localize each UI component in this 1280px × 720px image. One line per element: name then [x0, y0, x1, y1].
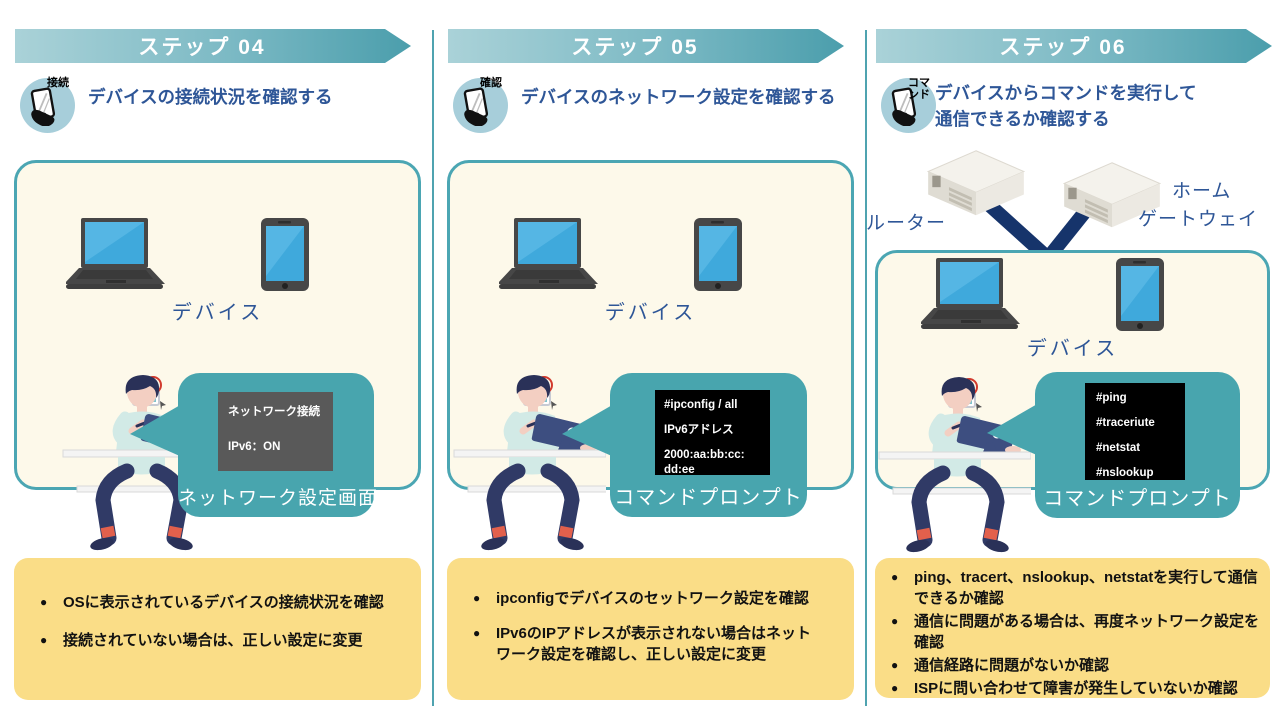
- step-05-icon-label: 確認: [480, 77, 502, 89]
- home-gateway-label-line1: ホーム: [1172, 181, 1232, 202]
- settings-screen: ネットワーク接続 IPv6：ON: [218, 392, 333, 471]
- step-05-icon: 確認: [453, 77, 508, 133]
- network-settings-bubble: ネットワーク接続 IPv6：ON ネットワーク設定画面: [178, 373, 379, 517]
- settings-screen-line: ネットワーク接続: [228, 406, 320, 418]
- device-label: デバイス: [604, 302, 697, 324]
- step-06-banner: ステップ 06: [876, 29, 1272, 63]
- terminal-line: IPv6アドレス: [664, 424, 734, 436]
- home-gateway-label-line2: ゲートウェイ: [1138, 209, 1259, 230]
- column-divider: [432, 30, 434, 706]
- step-04-icon: 接続: [20, 77, 75, 133]
- step-05-banner-label: ステップ 05: [571, 36, 699, 59]
- terminal-line: dd:ee: [664, 464, 695, 476]
- note-item: 通信に問題がある場合は、再度ネットワーク設定を確認: [891, 611, 1264, 653]
- person-at-desk-illustration: [861, 372, 1031, 557]
- bubble-caption: ネットワーク設定画面: [178, 488, 379, 509]
- step-05-description: デバイスのネットワーク設定を確認する: [521, 87, 836, 107]
- step-06-notes-panel: ping、tracert、nslookup、netstatを実行して通信できるか…: [875, 558, 1270, 698]
- step-06-description: デバイスからコマンドを実行して 通信できるか確認する: [935, 83, 1197, 130]
- phone-hand-icon: [456, 86, 496, 126]
- step-04-icon-label: 接続: [47, 77, 69, 89]
- router-label: ルーター: [866, 213, 947, 234]
- step-06-icon: コマンド: [881, 77, 936, 133]
- terminal-line: #nslookup: [1096, 467, 1154, 479]
- laptop-smartphone-illustration: [921, 258, 1171, 333]
- terminal-line: #netstat: [1096, 442, 1141, 454]
- step-05-notes-panel: ipconfigでデバイスのセットワーク設定を確認 IPv6のIPアドレスが表示…: [447, 558, 854, 700]
- terminal-line: #traceriute: [1096, 417, 1155, 429]
- step-06-icon-label: コマンド: [908, 77, 930, 101]
- column-divider: [865, 30, 867, 706]
- note-item: IPv6のIPアドレスが表示されない場合はネットワーク設定を確認し、正しい設定に…: [473, 623, 820, 665]
- note-item: ipconfigでデバイスのセットワーク設定を確認: [473, 588, 820, 609]
- terminal-line: #ping: [1096, 392, 1127, 404]
- step-04-description: デバイスの接続状況を確認する: [88, 87, 333, 107]
- command-prompt-bubble: #ipconfig / all IPv6アドレス 2000:aa:bb:cc: …: [610, 373, 807, 517]
- terminal-line: #ipconfig / all: [664, 399, 738, 411]
- device-label: デバイス: [171, 302, 264, 324]
- step-06-banner-label: ステップ 06: [999, 36, 1127, 59]
- speech-bubble-tail: [987, 401, 1039, 459]
- phone-hand-icon: [23, 86, 63, 126]
- terminal-line: 2000:aa:bb:cc:: [664, 449, 745, 461]
- settings-screen-line: IPv6：ON: [228, 441, 281, 453]
- step-04-banner-label: ステップ 04: [138, 36, 266, 59]
- command-prompt-bubble: #ping #traceriute #netstat #nslookup コマン…: [1035, 372, 1240, 518]
- person-at-desk-illustration: [436, 370, 606, 555]
- speech-bubble-tail: [130, 402, 182, 460]
- speech-bubble-tail: [562, 402, 614, 460]
- step-06-notes-list: ping、tracert、nslookup、netstatを実行して通信できるか…: [891, 567, 1264, 699]
- note-item: ping、tracert、nslookup、netstatを実行して通信できるか…: [891, 567, 1264, 609]
- note-item: OSに表示されているデバイスの接続状況を確認: [40, 592, 403, 613]
- step-05-banner: ステップ 05: [448, 29, 844, 63]
- step-04-banner: ステップ 04: [15, 29, 411, 63]
- bubble-caption: コマンドプロンプト: [1043, 488, 1232, 510]
- bubble-caption: コマンドプロンプト: [614, 487, 803, 509]
- terminal-screen: #ping #traceriute #netstat #nslookup: [1085, 383, 1185, 480]
- note-item: 通信経路に問題がないか確認: [891, 655, 1264, 676]
- device-label: デバイス: [1026, 338, 1119, 360]
- step-04-notes-list: OSに表示されているデバイスの接続状況を確認 接続されていない場合は、正しい設定…: [40, 592, 403, 651]
- step-04-notes-panel: OSに表示されているデバイスの接続状況を確認 接続されていない場合は、正しい設定…: [14, 558, 421, 700]
- note-item: 接続されていない場合は、正しい設定に変更: [40, 630, 403, 651]
- laptop-smartphone-illustration: [499, 218, 749, 293]
- step-05-notes-list: ipconfigでデバイスのセットワーク設定を確認 IPv6のIPアドレスが表示…: [473, 588, 820, 665]
- note-item: ISPに問い合わせて障害が発生していないか確認: [891, 678, 1264, 699]
- terminal-screen: #ipconfig / all IPv6アドレス 2000:aa:bb:cc: …: [655, 390, 770, 476]
- laptop-smartphone-illustration: [66, 218, 316, 293]
